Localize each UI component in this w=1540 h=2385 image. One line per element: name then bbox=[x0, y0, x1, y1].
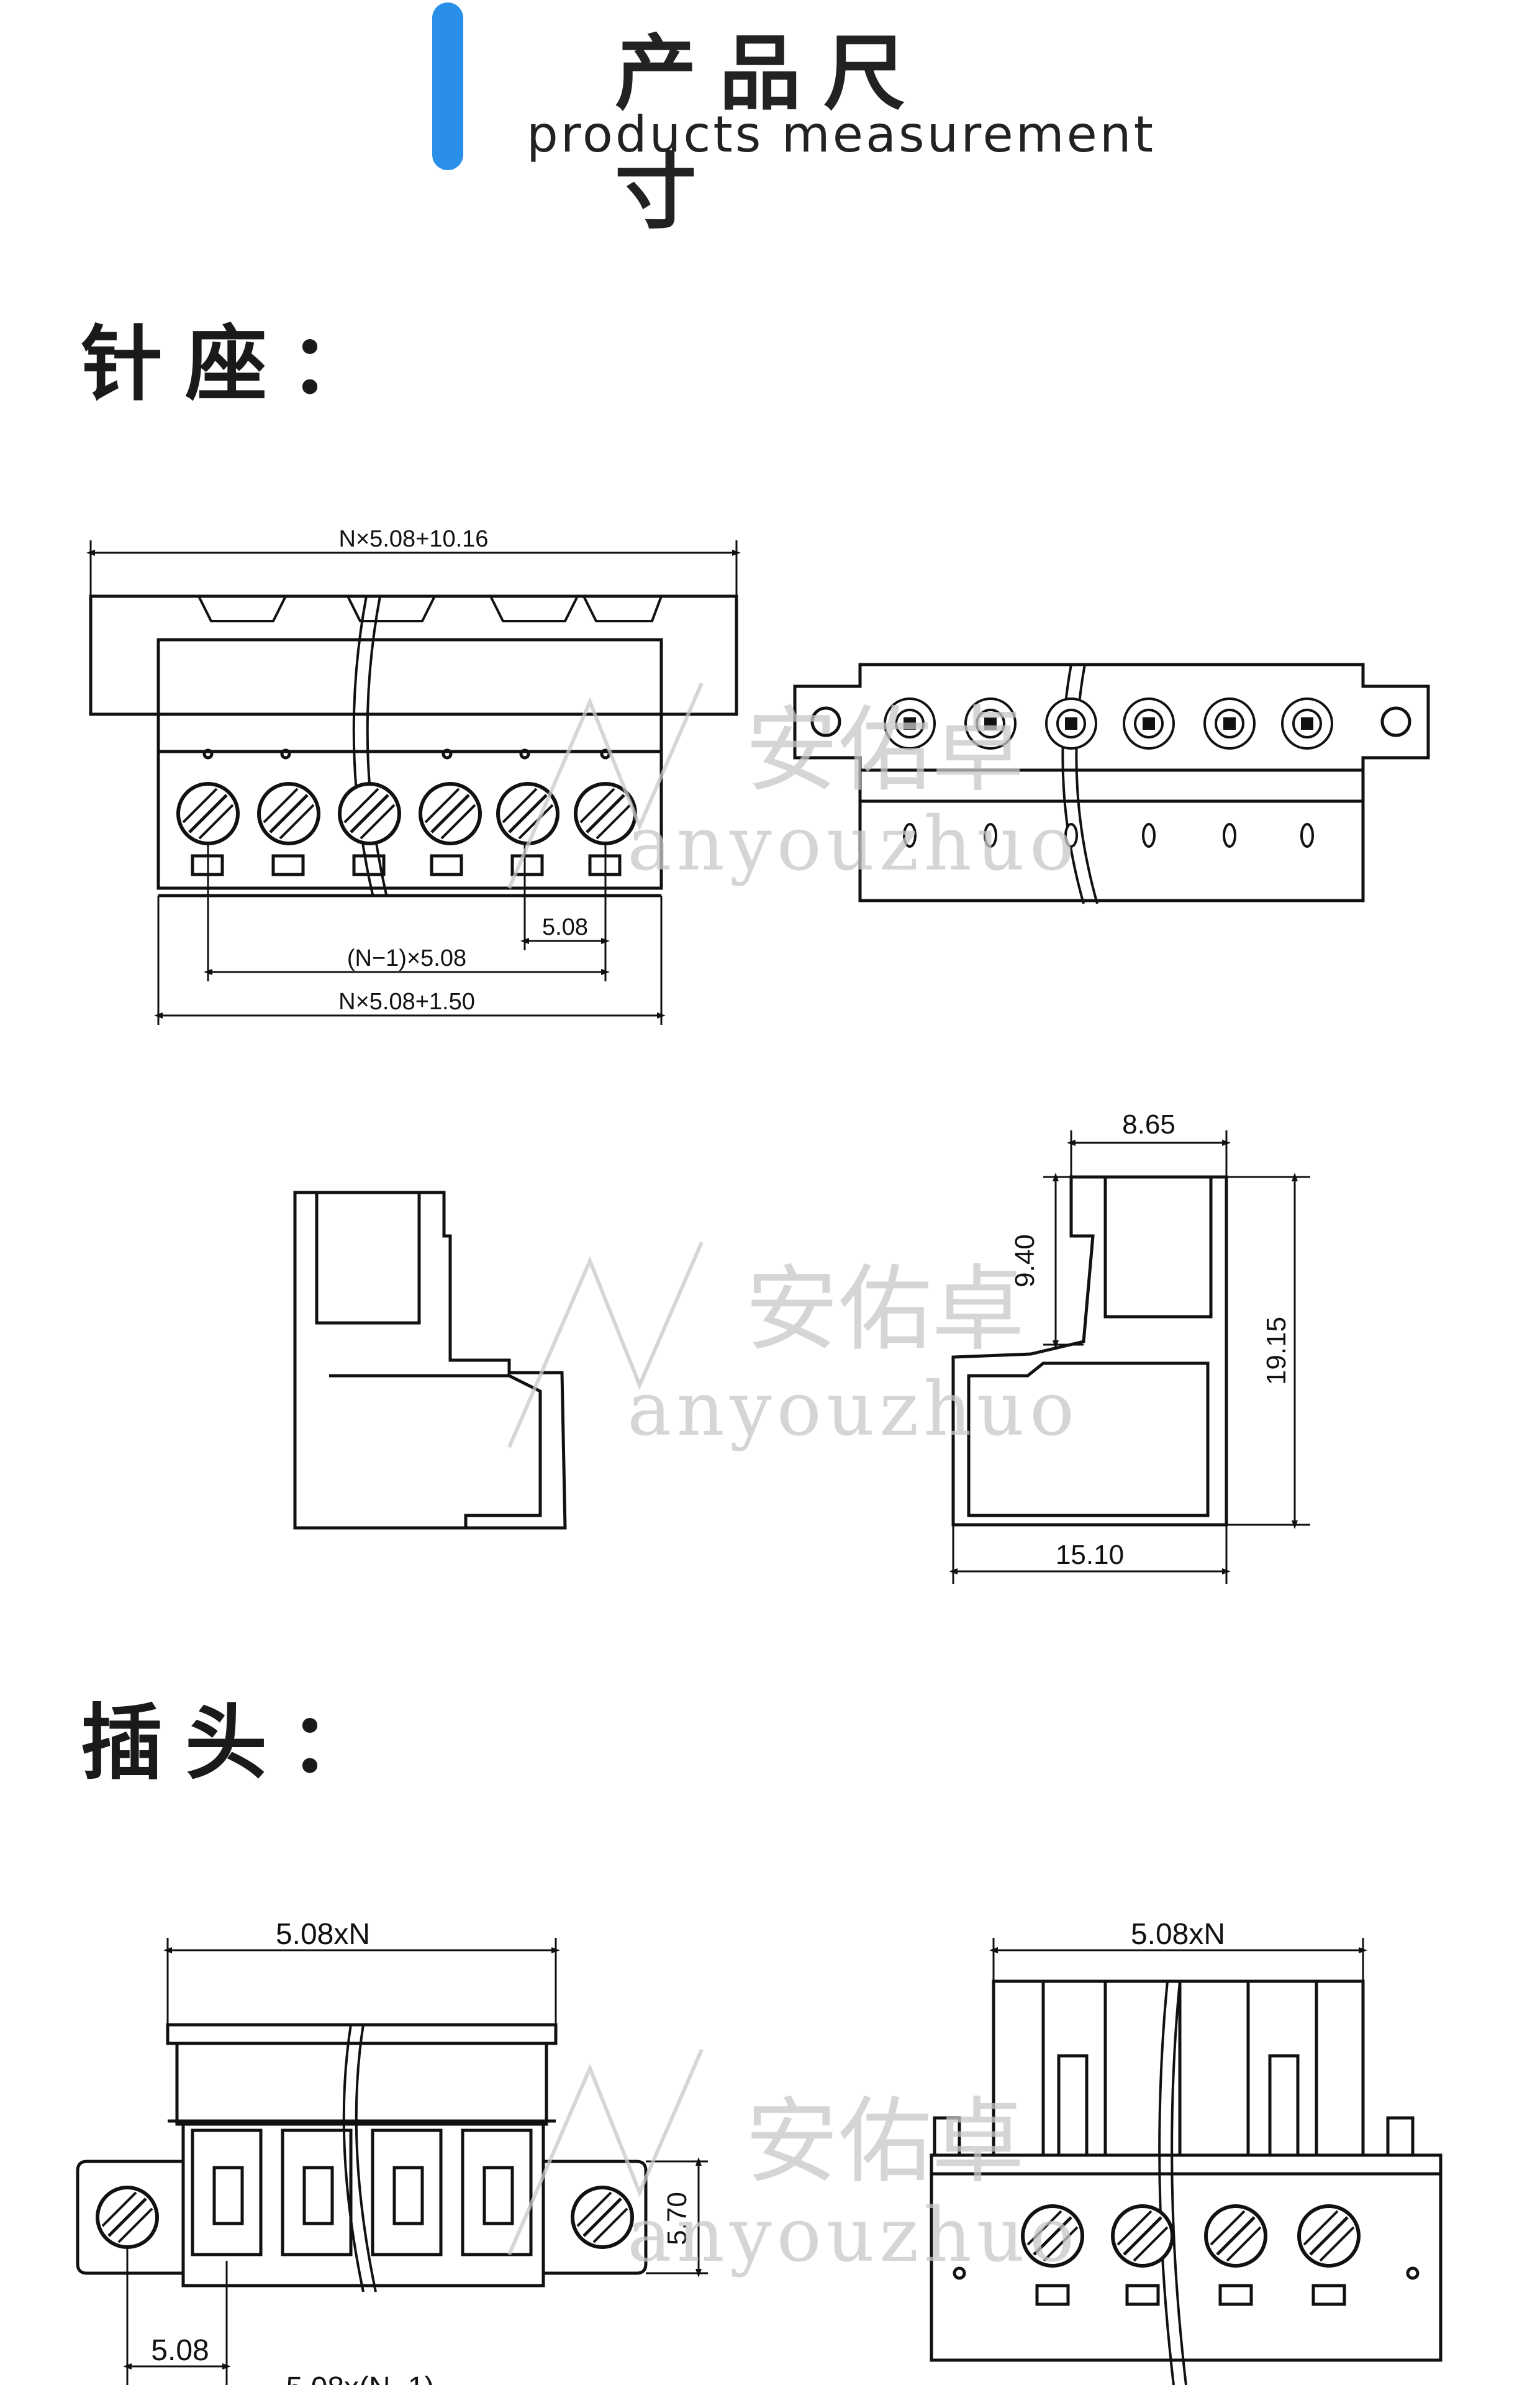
watermark-logo bbox=[507, 682, 704, 2256]
dim-side-top-width: 8.65 bbox=[1122, 1109, 1175, 1140]
header-front-screws bbox=[178, 784, 635, 843]
section-label-pin-header: 针座： bbox=[81, 317, 394, 412]
header-side-view-right bbox=[951, 1175, 1228, 1527]
dim-plug-pitch: 5.08 bbox=[151, 2334, 209, 2367]
watermark-cn-2: 安佑卓 bbox=[745, 1256, 1025, 1364]
plug-front-dimension-lines bbox=[123, 1938, 708, 2385]
watermark-cn-1: 安佑卓 bbox=[745, 697, 1025, 805]
watermark-en-3: anyouzhuo bbox=[627, 2192, 1079, 2279]
dim-header-overall-width: N×5.08+10.16 bbox=[339, 526, 489, 552]
title-accent-bar bbox=[432, 2, 463, 170]
page-subtitle: products measurement bbox=[527, 106, 1156, 163]
watermark-en-2: anyouzhuo bbox=[627, 1366, 1079, 1453]
dim-side-total-height: 19.15 bbox=[1261, 1317, 1292, 1385]
header-top-pins bbox=[884, 697, 1333, 848]
watermark-en-1: anyouzhuo bbox=[627, 801, 1079, 888]
header-side-view-left bbox=[293, 1191, 567, 1530]
watermark-cn-3: 安佑卓 bbox=[745, 2088, 1025, 2196]
plug-front-view bbox=[76, 2023, 648, 2292]
dim-plug-top-width: 5.08xN bbox=[1131, 1918, 1225, 1951]
watermark-group: 安佑卓 anyouzhuo 安佑卓 anyouzhuo 安佑卓 anyouzhu… bbox=[507, 682, 1079, 2279]
page-title: 产品尺寸 bbox=[615, 26, 928, 240]
dim-header-pin-span: (N−1)×5.08 bbox=[347, 945, 466, 971]
plug-top-dimension-lines bbox=[989, 1938, 1367, 1981]
dim-plug-height: 5.70 bbox=[662, 2192, 692, 2245]
dim-header-body-width: N×5.08+1.50 bbox=[338, 989, 475, 1015]
dim-plug-pin-span: 5.08x(N−1) bbox=[286, 2371, 435, 2385]
dim-plug-front-width: 5.08xN bbox=[276, 1918, 370, 1951]
header-front-dimension-lines bbox=[86, 540, 741, 1025]
header-side-dimension-lines bbox=[949, 1130, 1310, 1584]
plug-top-view bbox=[930, 1979, 1443, 2385]
header-top-view bbox=[793, 663, 1430, 904]
section-label-plug: 插头： bbox=[81, 1696, 394, 1791]
dim-header-pitch: 5.08 bbox=[542, 914, 588, 940]
header-front-view bbox=[89, 594, 738, 897]
dim-side-upper-height: 9.40 bbox=[1010, 1234, 1040, 1288]
dim-side-depth: 15.10 bbox=[1056, 1540, 1124, 1570]
